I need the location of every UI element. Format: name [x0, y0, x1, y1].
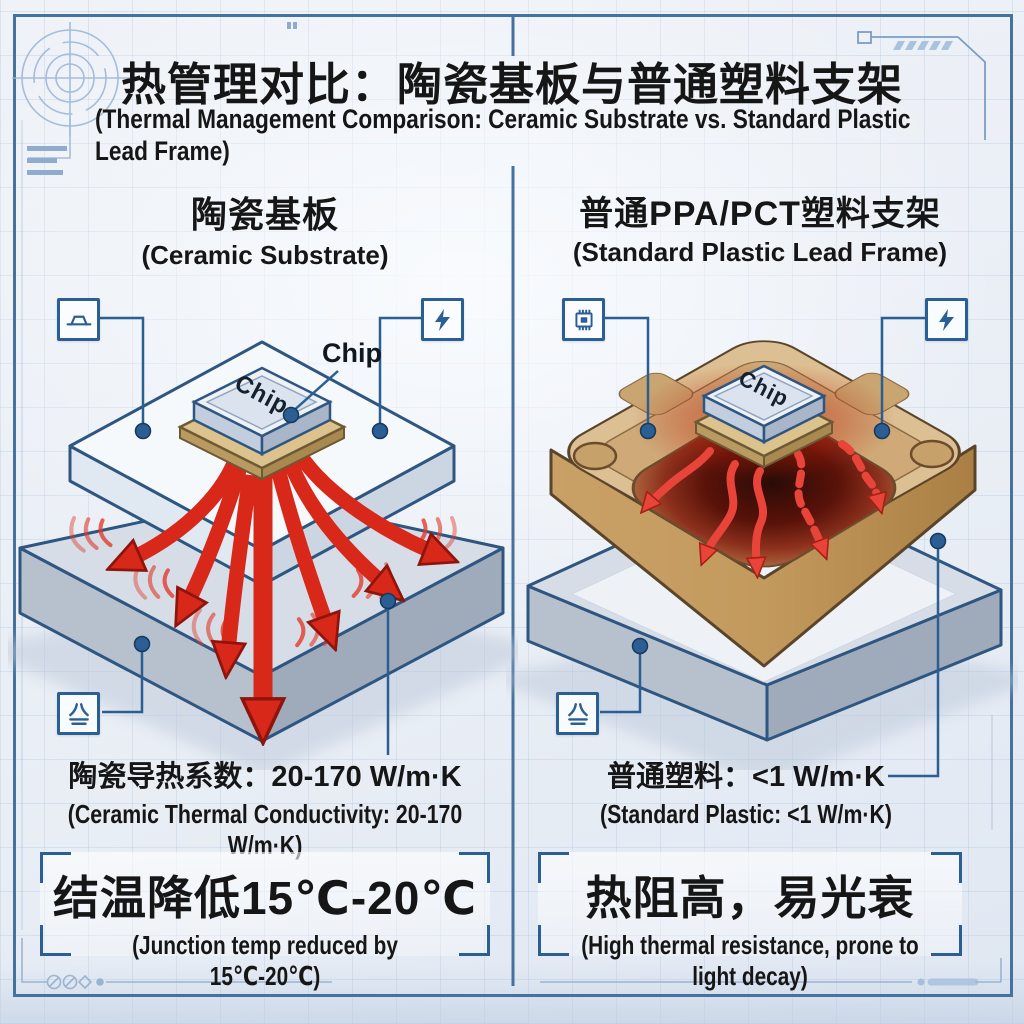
heat-arrow-dashed: [838, 440, 880, 506]
right-result-en: (High thermal resistance, prone to light…: [581, 930, 919, 991]
left-heading-en: (Ceramic Substrate): [141, 240, 389, 270]
right-result-box: 热阻高，易光衰 (High thermal resistance, prone …: [538, 852, 962, 991]
corner-bracket: [40, 925, 71, 956]
bolt-icon-box-right: [925, 298, 968, 341]
heat-arrow: [283, 459, 393, 592]
right-result-zh: 热阻高，易光衰: [585, 872, 915, 924]
corner-bracket: [40, 852, 71, 883]
led-package-icon-box: [57, 298, 100, 341]
heatsink-icon: [68, 702, 89, 725]
corner-bracket: [538, 925, 569, 956]
ceramic-substrate-diagram: Chip: [8, 340, 518, 770]
mounting-hole: [572, 441, 618, 471]
heatsink-icon-box-right: [556, 692, 599, 735]
chip-callout-label: Chip: [322, 338, 382, 368]
heat-arrow-dashed: [794, 450, 824, 552]
right-column-heading: 普通PPA/PCT塑料支架 (Standard Plastic Lead Fra…: [530, 186, 990, 268]
mounting-hole: [909, 439, 955, 469]
left-conductivity-note: 陶瓷导热系数：20-170 W/m·K (Ceramic Thermal Con…: [20, 753, 510, 861]
heat-arrow: [120, 458, 242, 564]
heat-arrow: [646, 447, 714, 507]
right-conductivity-zh: 普通塑料：<1 W/m·K: [607, 761, 885, 793]
corner-bracket: [931, 852, 962, 883]
corner-bracket: [931, 925, 962, 956]
plastic-cup-body: [549, 340, 977, 668]
bolt-icon: [434, 308, 450, 331]
bolt-icon-box-left: [421, 298, 464, 341]
page-subtitle: (Thermal Management Comparison: Ceramic …: [95, 104, 911, 166]
heat-arrows: [120, 450, 445, 726]
led-chip: Chip: [177, 366, 347, 481]
left-result-en: (Junction temp reduced by 15℃-20℃): [132, 930, 398, 991]
heat-arrow: [270, 467, 331, 637]
left-conductivity-zh: 陶瓷导热系数：20-170 W/m·K: [68, 761, 462, 793]
corner-bracket: [538, 852, 569, 883]
heatsink-icon-box-left: [57, 692, 100, 735]
heat-arrow: [756, 467, 767, 570]
led-package-icon: [66, 315, 91, 325]
left-heading-zh: 陶瓷基板: [190, 194, 339, 235]
right-conductivity-note: 普通塑料：<1 W/m·K (Standard Plastic: <1 W/m·…: [526, 753, 966, 830]
trapped-heat-arrows: [646, 440, 880, 570]
chip-icon-box: [562, 298, 605, 341]
heat-arrow: [293, 450, 445, 557]
heat-arrow: [704, 460, 739, 558]
right-heading-zh: 普通PPA/PCT塑料支架: [579, 195, 941, 233]
heatsink-icon: [567, 702, 588, 725]
left-result-zh: 结温降低15℃-20℃: [52, 872, 478, 924]
left-result-box: 结温降低15℃-20℃ (Junction temp reduced by 15…: [40, 852, 490, 991]
bolt-icon: [938, 308, 954, 331]
corner-bracket: [459, 852, 490, 883]
right-conductivity-en: (Standard Plastic: <1 W/m·K): [599, 799, 893, 829]
corner-bracket: [459, 925, 490, 956]
left-column-heading: 陶瓷基板 (Ceramic Substrate): [40, 186, 490, 271]
page-title: 热管理对比：陶瓷基板与普通塑料支架: [120, 59, 903, 110]
right-heading-en: (Standard Plastic Lead Frame): [572, 237, 948, 267]
heat-arrow: [182, 464, 248, 614]
heat-arrow: [227, 473, 258, 664]
chip-icon: [574, 309, 593, 330]
